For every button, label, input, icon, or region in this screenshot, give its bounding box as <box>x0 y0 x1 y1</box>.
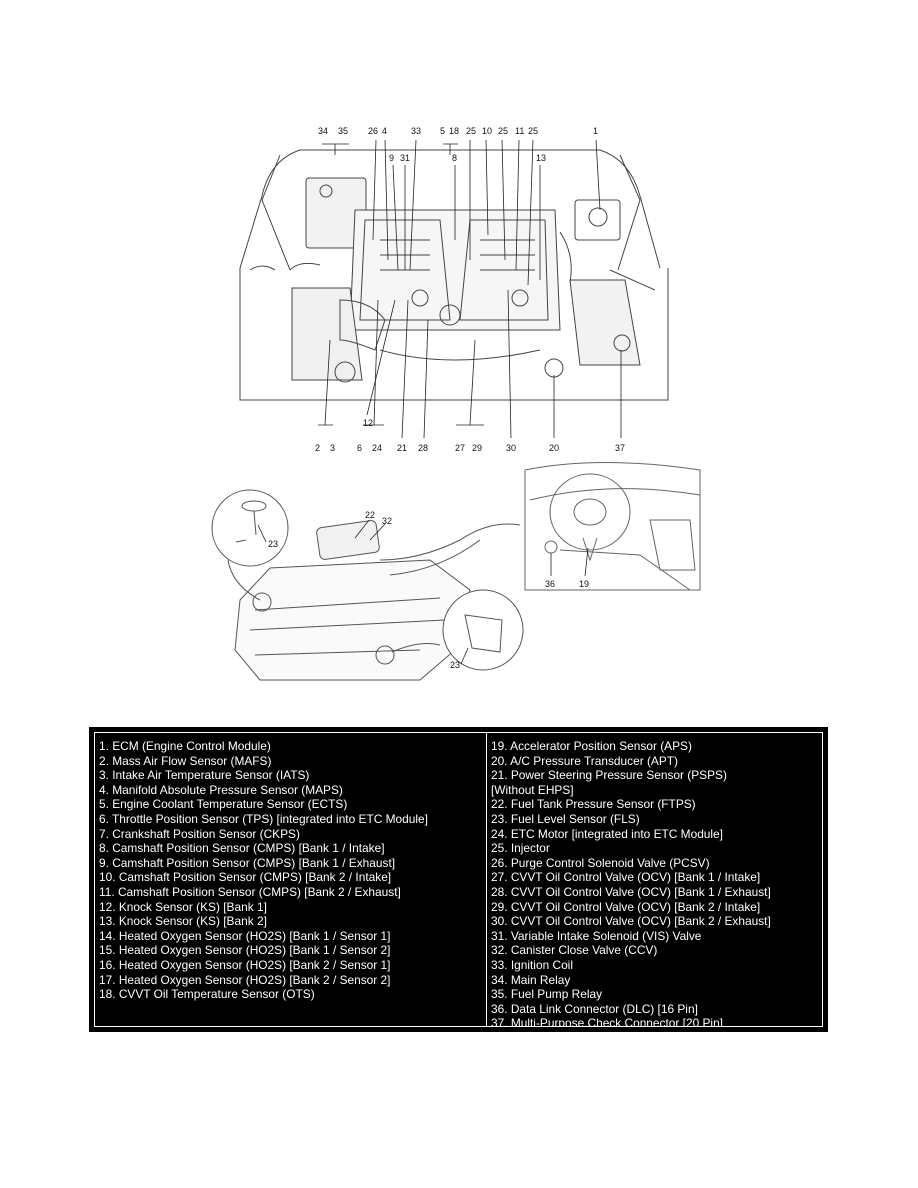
legend-item: 15. Heated Oxygen Sensor (HO2S) [Bank 1 … <box>99 943 391 958</box>
legend-item: [Without EHPS] <box>491 782 574 797</box>
engine-callout: 20 <box>549 443 559 453</box>
legend-item: 31. Variable Intake Solenoid (VIS) Valve <box>491 928 702 943</box>
engine-callout: 18 <box>449 126 459 136</box>
engine-callout: 1 <box>593 126 598 136</box>
engine-callout: 30 <box>506 443 516 453</box>
engine-callout: 4 <box>382 126 387 136</box>
legend-item: 20. A/C Pressure Transducer (APT) <box>491 753 679 768</box>
engine-callout: 25 <box>466 126 476 136</box>
engine-bay-illustration <box>239 149 669 401</box>
engine-callout: 12 <box>363 418 373 428</box>
tank-callout: 23 <box>450 660 460 670</box>
component-legend-table: 1. ECM (Engine Control Module) 2. Mass A… <box>89 727 828 1032</box>
engine-callout: 3 <box>330 443 335 453</box>
legend-item: 10. Camshaft Position Sensor (CMPS) [Ban… <box>99 870 392 885</box>
legend-item: 32. Canister Close Valve (CCV) <box>491 943 658 958</box>
legend-item: 19. Accelerator Position Sensor (APS) <box>491 739 692 753</box>
legend-item: 28. CVVT Oil Control Valve (OCV) [Bank 1… <box>491 884 771 899</box>
component-location-figure: 34 35 26 4 33 5 18 25 10 25 11 25 1 9 31… <box>211 126 701 681</box>
engine-leader-lines <box>318 139 622 439</box>
legend-item: 6. Throttle Position Sensor (TPS) [integ… <box>99 811 428 826</box>
engine-callout: 25 <box>528 126 538 136</box>
legend-item: 24. ETC Motor [integrated into ETC Modul… <box>491 826 723 841</box>
legend-item: 30. CVVT Oil Control Valve (OCV) [Bank 2… <box>491 914 771 929</box>
cabin-callout: 19 <box>579 579 589 589</box>
engine-callout: 10 <box>482 126 492 136</box>
engine-callout: 26 <box>368 126 378 136</box>
legend-item: 34. Main Relay <box>491 972 571 987</box>
engine-callout: 9 <box>389 153 394 163</box>
legend-item: 35. Fuel Pump Relay <box>491 987 603 1002</box>
legend-item: 21. Power Steering Pressure Sensor (PSPS… <box>491 768 727 783</box>
legend-item: 37. Multi-Purpose Check Connector [20 Pi… <box>491 1016 723 1026</box>
legend-item: 4. Manifold Absolute Pressure Sensor (MA… <box>99 782 343 797</box>
legend-item: 9. Camshaft Position Sensor (CMPS) [Bank… <box>99 855 396 870</box>
dashboard-leader-lines <box>550 547 589 577</box>
legend-frame: 1. ECM (Engine Control Module) 2. Mass A… <box>94 732 823 1027</box>
engine-callout: 31 <box>400 153 410 163</box>
legend-item: 36. Data Link Connector (DLC) [16 Pin] <box>491 1001 698 1016</box>
legend-item: 16. Heated Oxygen Sensor (HO2S) [Bank 2 … <box>99 957 391 972</box>
engine-callout: 8 <box>452 153 457 163</box>
engine-callout: 28 <box>418 443 428 453</box>
legend-item: 29. CVVT Oil Control Valve (OCV) [Bank 2… <box>491 899 761 914</box>
legend-item: 12. Knock Sensor (KS) [Bank 1] <box>99 899 267 914</box>
engine-callout: 29 <box>472 443 482 453</box>
engine-callout: 6 <box>357 443 362 453</box>
engine-callout: 24 <box>372 443 382 453</box>
engine-callout: 11 <box>515 126 524 136</box>
engine-callout: 34 <box>318 126 328 136</box>
legend-item: 13. Knock Sensor (KS) [Bank 2] <box>99 914 267 929</box>
legend-item: 1. ECM (Engine Control Module) <box>99 739 271 753</box>
legend-item: 11. Camshaft Position Sensor (CMPS) [Ban… <box>99 884 401 899</box>
engine-callout: 21 <box>397 443 407 453</box>
engine-callout: 35 <box>338 126 348 136</box>
engine-callout: 2 <box>315 443 320 453</box>
legend-right-column: 19. Accelerator Position Sensor (APS) 20… <box>487 733 822 1026</box>
engine-callout: 25 <box>498 126 508 136</box>
legend-item: 5. Engine Coolant Temperature Sensor (EC… <box>99 797 348 812</box>
legend-item: 17. Heated Oxygen Sensor (HO2S) [Bank 2 … <box>99 972 391 987</box>
dashboard-illustration <box>524 462 701 591</box>
legend-item: 33. Ignition Coil <box>491 957 573 972</box>
legend-item: 22. Fuel Tank Pressure Sensor (FTPS) <box>491 797 696 812</box>
engine-callout: 27 <box>455 443 465 453</box>
dashboard-callouts: 36 19 <box>545 579 589 589</box>
legend-item: 25. Injector <box>491 841 550 856</box>
engine-callout: 37 <box>615 443 625 453</box>
fuel-tank-illustration <box>211 489 524 681</box>
fuel-tank-callouts: 22 32 23 23 <box>268 510 460 670</box>
legend-item: 23. Fuel Level Sensor (FLS) <box>491 811 640 826</box>
legend-item: 2. Mass Air Flow Sensor (MAFS) <box>99 753 272 768</box>
legend-item: 14. Heated Oxygen Sensor (HO2S) [Bank 1 … <box>99 928 391 943</box>
legend-item: 8. Camshaft Position Sensor (CMPS) [Bank… <box>99 841 385 856</box>
legend-item: 3. Intake Air Temperature Sensor (IATS) <box>99 768 310 783</box>
engine-callout: 33 <box>411 126 421 136</box>
legend-item: 27. CVVT Oil Control Valve (OCV) [Bank 1… <box>491 870 761 885</box>
engine-callout: 5 <box>440 126 445 136</box>
engine-callout: 13 <box>536 153 546 163</box>
tank-callout: 23 <box>268 539 278 549</box>
legend-item: 26. Purge Control Solenoid Valve (PCSV) <box>491 855 710 870</box>
fuel-tank-leader-lines <box>257 519 469 665</box>
tank-callout: 32 <box>382 516 392 526</box>
cabin-callout: 36 <box>545 579 555 589</box>
legend-left-column: 1. ECM (Engine Control Module) 2. Mass A… <box>95 733 487 1026</box>
legend-item: 7. Crankshaft Position Sensor (CKPS) <box>99 826 300 841</box>
legend-item: 18. CVVT Oil Temperature Sensor (OTS) <box>99 987 315 1002</box>
engine-callouts: 34 35 26 4 33 5 18 25 10 25 11 25 1 9 31… <box>315 126 625 453</box>
tank-callout: 22 <box>365 510 375 520</box>
